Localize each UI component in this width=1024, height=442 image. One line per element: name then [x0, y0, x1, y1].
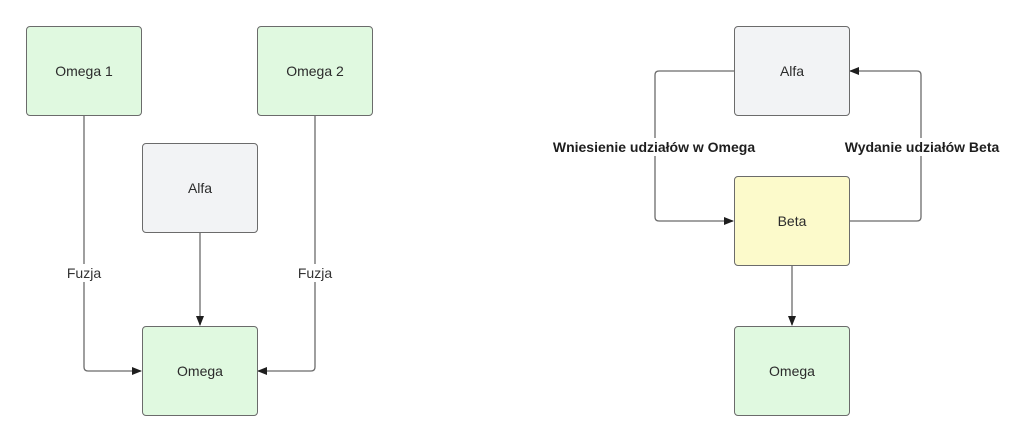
node-label: Omega 1: [55, 63, 113, 79]
node-beta[interactable]: Beta: [734, 176, 850, 266]
node-label: Omega: [177, 363, 223, 379]
edge-omega1-to-omega: [83, 116, 142, 375]
node-omega-right[interactable]: Omega: [734, 326, 850, 416]
node-alfa-right[interactable]: Alfa: [734, 26, 850, 116]
node-label: Beta: [777, 213, 807, 229]
node-label: Omega: [769, 363, 815, 379]
node-omega-2[interactable]: Omega 2: [257, 26, 373, 116]
node-label: Alfa: [779, 63, 805, 79]
edge-label-fuzja-left: Fuzja: [66, 264, 102, 282]
edge-label-wniesienie: Wniesienie udziałów w Omega: [552, 138, 756, 156]
edge-label-wydanie: Wydanie udziałów Beta: [844, 138, 1000, 156]
node-omega-left[interactable]: Omega: [142, 326, 258, 416]
edge-label-fuzja-right: Fuzja: [297, 264, 333, 282]
node-label: Omega 2: [286, 63, 344, 79]
node-label: Alfa: [187, 180, 213, 196]
edge-omega2-to-omega: [257, 116, 316, 375]
node-omega-1[interactable]: Omega 1: [26, 26, 142, 116]
node-alfa-left[interactable]: Alfa: [142, 143, 258, 233]
